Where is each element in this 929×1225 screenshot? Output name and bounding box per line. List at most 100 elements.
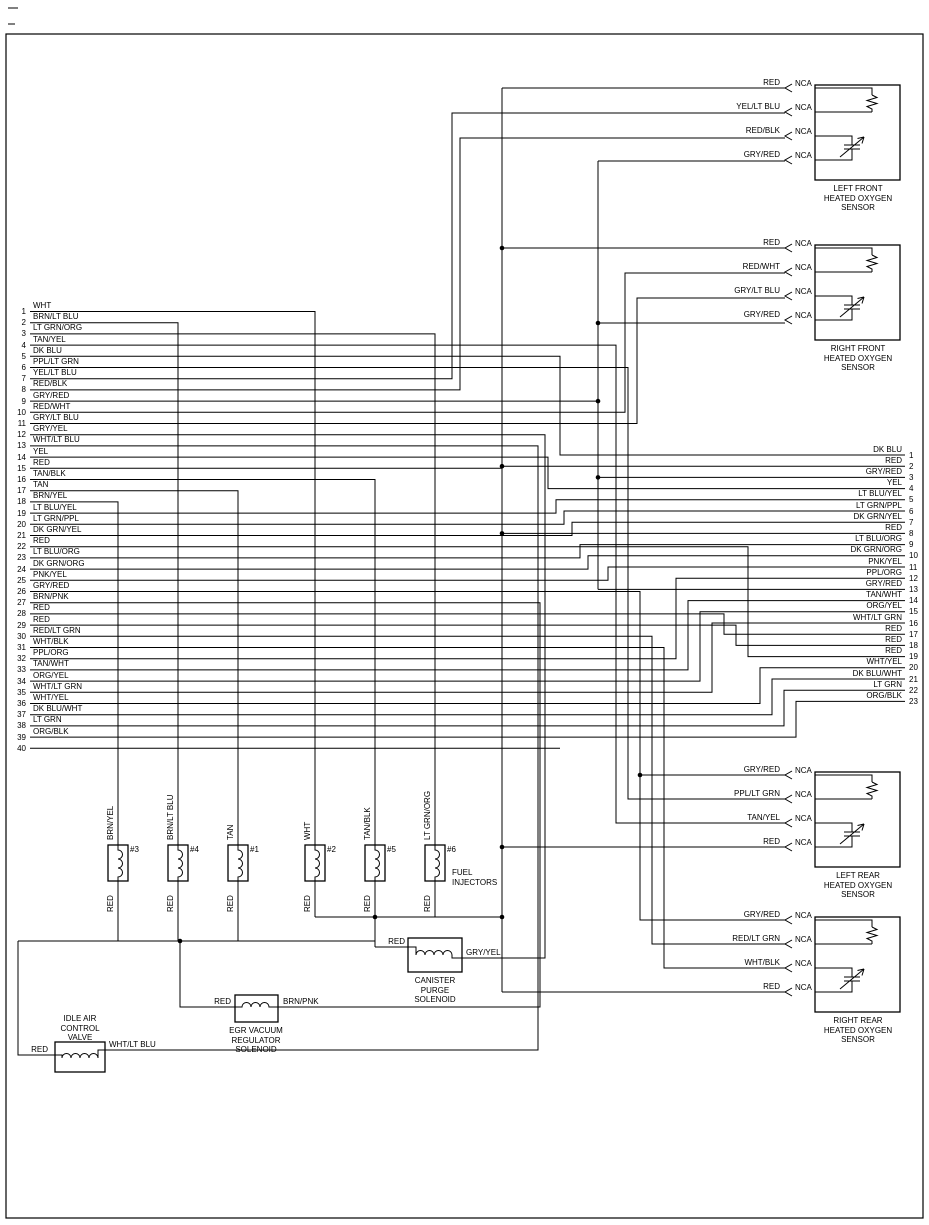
- wire: [17, 941, 55, 1056]
- egr-solenoid-name-line: SOLENOID: [235, 1045, 277, 1054]
- canister-purge-solenoid-name-line: PURGE: [420, 985, 450, 995]
- junction-dot: [595, 320, 601, 326]
- right-pin-color-label: ORG/YEL: [866, 601, 902, 611]
- right-pin-color-label: DK GRN/YEL: [853, 511, 902, 521]
- left-pin-color-label: WHT: [33, 301, 52, 310]
- left-pin-number: 37: [17, 710, 26, 720]
- wire: [30, 112, 785, 380]
- right-pin-color-label: ORG/BLK: [866, 690, 902, 700]
- wire: [30, 647, 785, 969]
- left-pin-color-label: ORG/BLK: [33, 726, 69, 736]
- wire: [30, 689, 905, 727]
- heater-resistor-icon: [865, 926, 879, 944]
- heater-resistor-icon: [865, 94, 879, 112]
- wire: [30, 678, 905, 716]
- connector-arrow-icon: [783, 915, 793, 925]
- left-pin-color-label: RED: [33, 603, 50, 613]
- right-pin-number: 15: [909, 607, 918, 617]
- oxygen-sensor-element-icon: [857, 296, 865, 299]
- sensor-wire-color-label: RED: [763, 981, 780, 991]
- connector-cavity-label: NCA: [795, 983, 812, 992]
- wire: [30, 635, 785, 945]
- right-pin-number: 3: [909, 472, 914, 482]
- right-pin-color-label: PNK/YEL: [868, 556, 902, 566]
- injector-coil-icon: [314, 845, 320, 881]
- connector-cavity-label: NCA: [795, 814, 812, 823]
- sensor-wire-color-label: WHT/BLK: [744, 957, 780, 967]
- junction-dot: [499, 844, 505, 850]
- wire: [30, 322, 179, 845]
- injector-top-color-label: WHT: [303, 821, 312, 840]
- sensor-wire-color-label: TAN/YEL: [747, 812, 780, 822]
- right-pin-color-label: LT BLU/ORG: [855, 534, 902, 544]
- wire: [30, 355, 905, 456]
- right-pin-number: 10: [909, 551, 918, 561]
- oxygen-sensor-box: [814, 771, 901, 868]
- connector-cavity-label: NCA: [795, 959, 812, 968]
- left-pin-number: 35: [17, 687, 26, 697]
- left-pin-color-label: TAN/BLK: [33, 469, 66, 478]
- injector-number: #6: [447, 845, 456, 854]
- right-pin-number: 5: [909, 495, 914, 505]
- solenoid-coil-icon: [408, 946, 462, 959]
- left-pin-number: 24: [17, 564, 26, 574]
- left-pin-color-label: LT BLU/YEL: [33, 502, 77, 512]
- oxygen-sensor-element-icon: [839, 968, 865, 990]
- left-pin-number: 33: [17, 665, 26, 675]
- injector-coil-icon: [117, 845, 123, 881]
- right-pin-number: 23: [909, 696, 918, 706]
- injectors-title-line: FUEL: [452, 868, 473, 877]
- right-pin-color-label: WHT/LT GRN: [852, 612, 902, 622]
- right-pin-number: 13: [909, 584, 918, 594]
- egr-solenoid-box: [234, 994, 279, 1023]
- wire: [179, 941, 235, 1008]
- left-pin-number: 4: [21, 340, 26, 350]
- right-pin-color-label: RED: [885, 522, 902, 532]
- left-pin-number: 17: [17, 486, 26, 496]
- right-pin-number: 14: [909, 596, 918, 606]
- egr-solenoid-name-line: EGR VACUUM: [229, 1026, 283, 1035]
- injector-top-color-label: TAN/BLK: [363, 807, 372, 840]
- sensor-wire-color-label: YEL/LT BLU: [736, 101, 780, 111]
- left-pin-number: 5: [21, 351, 26, 361]
- egr-solenoid-name-line: REGULATOR: [231, 1035, 281, 1045]
- right-pin-color-label: LT GRN: [873, 679, 902, 689]
- right-pin-number: 4: [909, 484, 914, 494]
- connector-arrow-icon: [783, 107, 793, 117]
- left-pin-number: 39: [17, 732, 26, 742]
- solenoid-coil-icon: [235, 1002, 278, 1008]
- wire-color-label: RED: [31, 1044, 48, 1054]
- junction-dot: [499, 463, 505, 469]
- sensor-name-line: HEATED OXYGEN: [823, 193, 893, 203]
- oxygen-sensor-box: [814, 916, 901, 1013]
- injector-coil-icon: [374, 845, 380, 881]
- left-pin-color-label: RED: [33, 614, 50, 624]
- junction-dot: [177, 938, 183, 944]
- left-pin-number: 14: [17, 452, 26, 462]
- injector-bottom-color-label: RED: [166, 895, 175, 912]
- left-pin-number: 31: [17, 643, 26, 652]
- connector-arrow-icon: [783, 243, 793, 253]
- sensor-internal-wire: [815, 919, 873, 927]
- junction-dot: [637, 772, 643, 778]
- wire: [30, 546, 905, 658]
- wire: [30, 555, 905, 570]
- wire: [30, 577, 905, 660]
- left-pin-color-label: DK BLU: [33, 345, 62, 355]
- connector-cavity-label: NCA: [795, 127, 812, 136]
- sensor-name-line: HEATED OXYGEN: [823, 353, 893, 363]
- connector-cavity-label: NCA: [795, 311, 812, 320]
- sensor-internal-wire: [815, 981, 853, 993]
- left-pin-number: 19: [17, 508, 26, 518]
- left-pin-number: 15: [17, 463, 26, 473]
- left-pin-color-label: BRN/LT BLU: [33, 312, 79, 322]
- left-pin-color-label: TAN/WHT: [33, 659, 69, 669]
- connector-arrow-icon: [783, 131, 793, 141]
- wire: [30, 521, 905, 536]
- wire: [30, 667, 905, 704]
- junction-dot: [499, 914, 505, 920]
- left-pin-color-label: WHT/LT BLU: [33, 435, 80, 445]
- left-pin-number: 23: [17, 553, 26, 563]
- sensor-internal-wire: [815, 836, 853, 848]
- wire: [30, 613, 905, 635]
